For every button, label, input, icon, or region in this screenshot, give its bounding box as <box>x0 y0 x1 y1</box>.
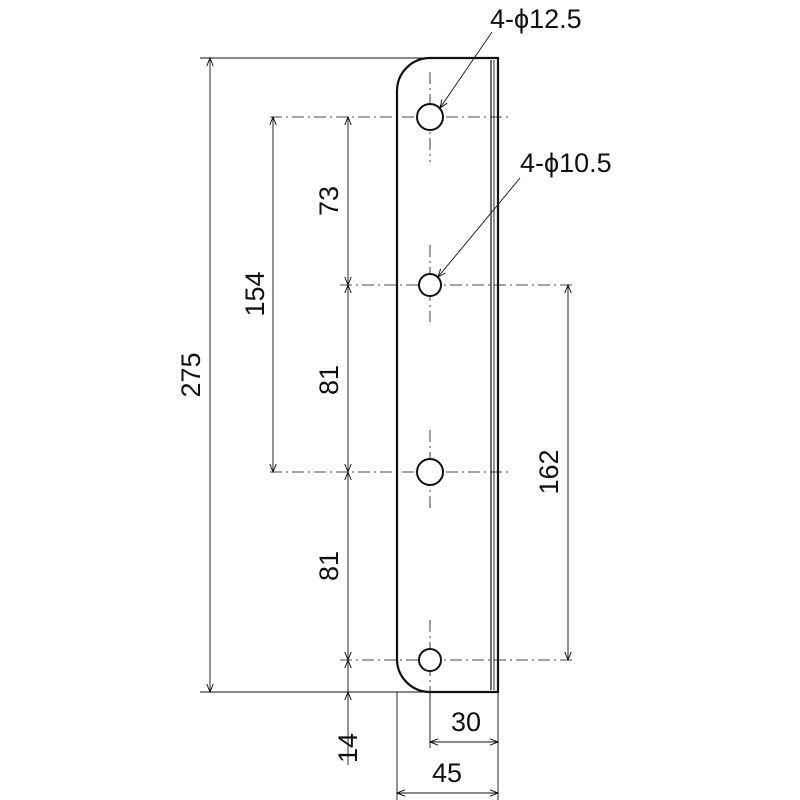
dimension-lines <box>210 58 568 793</box>
hole-3 <box>416 458 444 486</box>
dim-text-275: 275 <box>176 352 206 397</box>
dim-text-45: 45 <box>432 758 462 788</box>
dim-text-81-mid: 81 <box>314 365 344 395</box>
leaders <box>438 31 521 277</box>
callout-large-holes: 4-ϕ12.5 <box>490 4 582 34</box>
dim-text-154: 154 <box>240 271 270 316</box>
dim-text-30: 30 <box>451 707 481 737</box>
holes <box>416 103 444 672</box>
plate-outline <box>395 56 500 694</box>
hole-2 <box>418 273 442 297</box>
dim-text-162: 162 <box>534 449 564 494</box>
dim-text-14: 14 <box>333 733 363 763</box>
plate <box>395 56 500 694</box>
leader-small-holes <box>438 177 521 277</box>
hole-1 <box>416 103 444 131</box>
callout-small-holes: 4-ϕ10.5 <box>520 148 612 178</box>
hole-4 <box>418 648 442 672</box>
dim-text-73: 73 <box>314 186 344 216</box>
leader-large-holes <box>440 31 493 108</box>
dim-text-81-low: 81 <box>314 551 344 581</box>
